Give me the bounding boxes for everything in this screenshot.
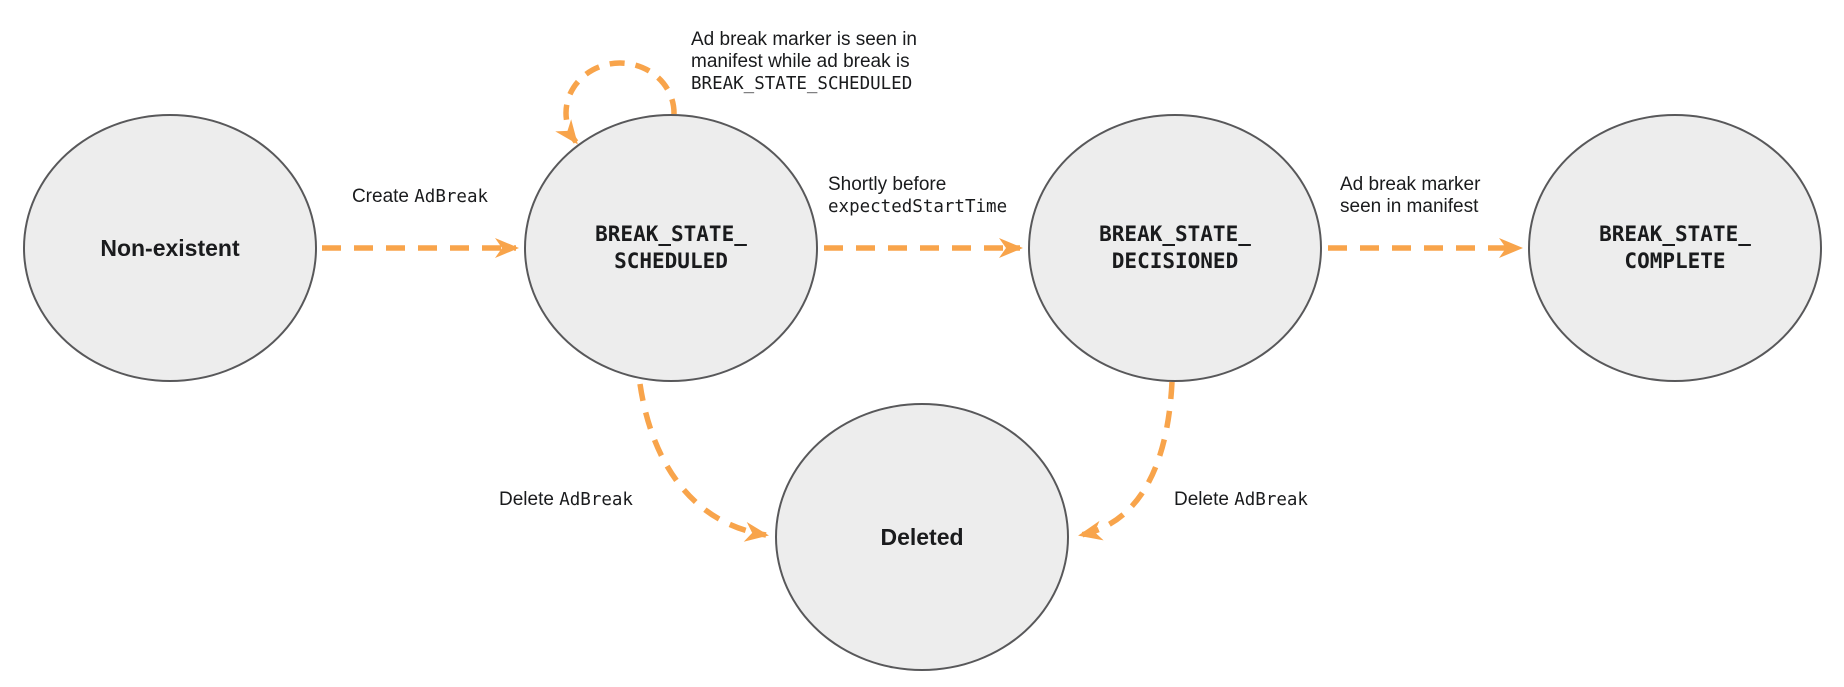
edge-label-delete-adbreak-right: Delete AdBreak (1174, 489, 1308, 510)
node-break-state-decisioned: BREAK_STATE_DECISIONED (1028, 114, 1322, 382)
node-break-state-scheduled-label: BREAK_STATE_SCHEDULED (595, 222, 747, 273)
node-break-state-decisioned-label: BREAK_STATE_DECISIONED (1099, 222, 1251, 273)
node-break-state-complete: BREAK_STATE_COMPLETE (1528, 114, 1822, 382)
edge-label-shortly-before: Shortly before expectedStartTime (828, 174, 1008, 217)
edge-delete-from-decisioned-arrow (1078, 381, 1175, 541)
edge-label-self-loop: Ad break marker is seen in manifest whil… (691, 29, 917, 94)
node-non-existent: Non-existent (23, 114, 317, 382)
edge-label-delete-adbreak-left: Delete AdBreak (499, 489, 633, 510)
node-deleted-label: Deleted (880, 523, 964, 550)
node-break-state-scheduled: BREAK_STATE_SCHEDULED (524, 114, 818, 382)
edge-label-marker-seen: Ad break marker seen in manifest (1340, 174, 1481, 217)
node-deleted: Deleted (775, 403, 1069, 671)
node-break-state-complete-label: BREAK_STATE_COMPLETE (1599, 222, 1751, 273)
edge-delete-from-scheduled-arrow (637, 383, 769, 542)
edge-label-create-adbreak: Create AdBreak (351, 186, 489, 207)
node-non-existent-label: Non-existent (100, 234, 240, 261)
